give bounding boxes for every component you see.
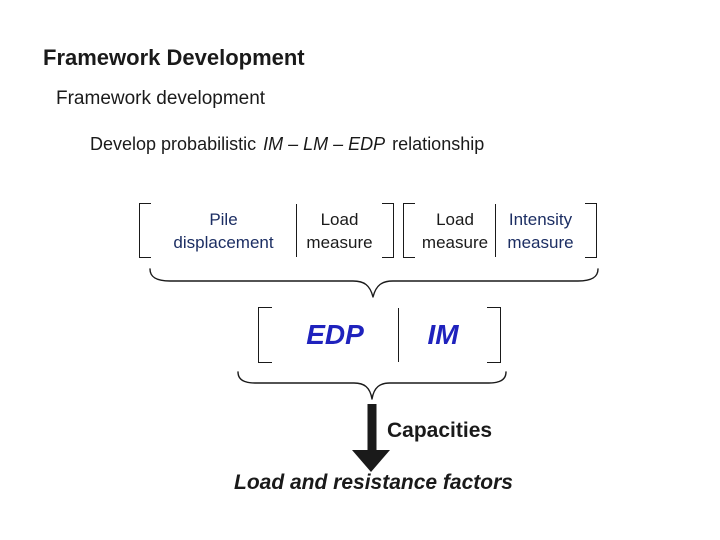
cell-pile-displacement: Pile displacement [151, 203, 296, 258]
edp-label: EDP [306, 319, 364, 350]
conditional-divider [495, 204, 496, 257]
cell-line: measure [306, 232, 373, 252]
slide-subtitle: Framework development [56, 88, 266, 109]
conditional-divider [398, 308, 399, 362]
slide-title: Framework Development [43, 44, 305, 70]
cell-line: displacement [173, 232, 274, 252]
im-label: IM [427, 319, 459, 350]
cell-line: Load [436, 209, 474, 229]
underbrace-lower-icon [237, 371, 507, 400]
cell-line: Pile [209, 209, 238, 229]
conditional-bracket-load-intensity: Load measure Intensity measure [403, 203, 597, 258]
cell-intensity-measure: Intensity measure [496, 203, 585, 258]
cell-line: measure [421, 232, 489, 252]
underbrace-upper-icon [149, 268, 599, 298]
cell-edp: EDP [272, 307, 398, 363]
statement-prefix: Develop probabilistic [90, 134, 257, 154]
left-bracket-icon [139, 203, 151, 258]
statement-line: Develop probabilistic IM – LM – EDP rela… [90, 134, 484, 155]
capacities-label: Capacities [387, 419, 493, 442]
cell-line: Intensity [508, 209, 573, 229]
cell-load-measure: Load measure [415, 203, 495, 258]
left-bracket-icon [258, 307, 272, 363]
cell-line: Load [320, 209, 359, 229]
footer-label: Load and resistance factors [234, 471, 513, 494]
right-bracket-icon [487, 307, 501, 363]
right-bracket-icon [585, 203, 597, 258]
down-arrow-icon [352, 404, 390, 472]
result-bracket-edp-im: EDP IM [258, 307, 501, 363]
right-bracket-icon [382, 203, 394, 258]
cell-line: measure [507, 232, 574, 252]
conditional-divider [296, 204, 297, 257]
conditional-bracket-pile-load: Pile displacement Load measure [139, 203, 394, 258]
left-bracket-icon [403, 203, 415, 258]
cell-load-measure: Load measure [297, 203, 382, 258]
cell-im: IM [399, 307, 487, 363]
statement-emphasis: IM – LM – EDP [263, 134, 386, 154]
statement-suffix: relationship [392, 134, 485, 154]
